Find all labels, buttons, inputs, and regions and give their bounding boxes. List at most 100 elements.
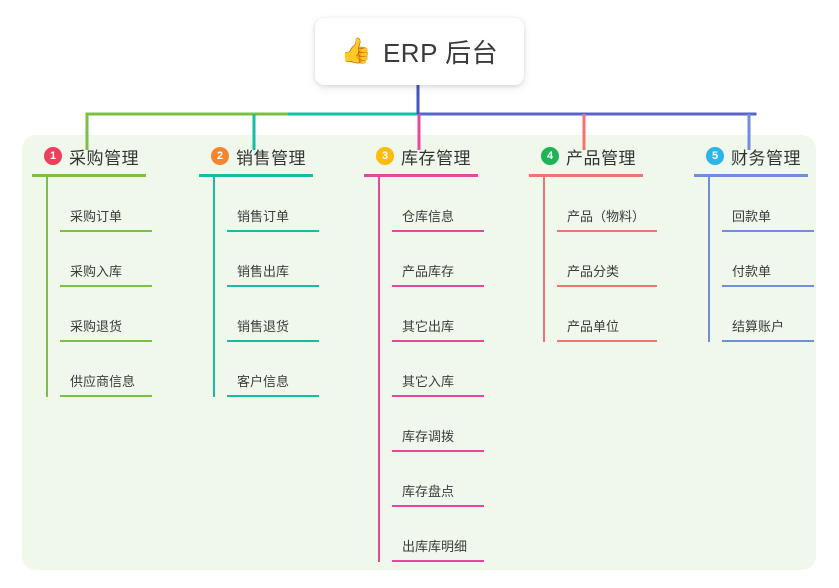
list-item-rule — [722, 340, 814, 342]
list-item-rule — [60, 230, 152, 232]
list-item[interactable]: 产品（物料） — [543, 177, 657, 232]
column-title: 产品管理 — [566, 148, 636, 168]
list-item-label: 产品单位 — [567, 319, 620, 334]
column-header-4[interactable]: 4 产品管理 — [529, 143, 643, 169]
column-header-rule — [32, 174, 146, 177]
column-header-3[interactable]: 3 库存管理 — [364, 143, 478, 169]
list-item[interactable]: 客户信息 — [213, 342, 319, 397]
list-item[interactable]: 销售出库 — [213, 232, 319, 287]
column-4: 4 产品管理产品（物料） 产品分类产品单位 — [529, 143, 657, 342]
list-item-label: 仓库信息 — [402, 209, 455, 224]
list-item-label: 其它入库 — [402, 374, 455, 389]
list-item-rule — [392, 285, 484, 287]
column-header-2[interactable]: 2 销售管理 — [199, 143, 313, 169]
list-item[interactable]: 采购入库 — [46, 232, 152, 287]
column-items: 产品（物料） 产品分类产品单位 — [529, 177, 657, 342]
column-rail — [543, 177, 545, 342]
list-item[interactable]: 产品单位 — [543, 287, 657, 342]
thumbs-up-icon: 👍 — [340, 37, 372, 65]
content-panel — [22, 135, 816, 570]
column-header-5[interactable]: 5 财务管理 — [694, 143, 808, 169]
column-title: 销售管理 — [236, 148, 306, 168]
list-item[interactable]: 采购退货 — [46, 287, 152, 342]
list-item[interactable]: 库存调拨 — [378, 397, 484, 452]
list-item[interactable]: 产品库存 — [378, 232, 484, 287]
root-node-card[interactable]: 👍 ERP 后台 — [315, 18, 524, 85]
list-item-label: 采购订单 — [70, 209, 123, 224]
column-5: 5 财务管理回款单付款单结算账户 — [694, 143, 814, 342]
column-items: 销售订单销售出库销售退货客户信息 — [199, 177, 319, 397]
column-items: 回款单付款单结算账户 — [694, 177, 814, 342]
list-item-rule — [557, 230, 657, 232]
column-header-rule — [364, 174, 478, 177]
column-title: 库存管理 — [401, 148, 471, 168]
list-item[interactable]: 销售退货 — [213, 287, 319, 342]
column-header-rule — [694, 174, 808, 177]
list-item[interactable]: 其它出库 — [378, 287, 484, 342]
column-3: 3 库存管理仓库信息产品库存其它出库其它入库库存调拨库存盘点出库库明细 — [364, 143, 484, 562]
column-title: 采购管理 — [69, 148, 139, 168]
list-item[interactable]: 产品分类 — [543, 232, 657, 287]
list-item-rule — [392, 505, 484, 507]
list-item-rule — [392, 450, 484, 452]
list-item[interactable]: 库存盘点 — [378, 452, 484, 507]
number-badge-icon: 3 — [376, 147, 394, 165]
list-item[interactable]: 供应商信息 — [46, 342, 152, 397]
list-item-rule — [392, 340, 484, 342]
list-item-label: 产品（物料） — [567, 209, 646, 224]
list-item-rule — [227, 340, 319, 342]
list-item-label: 结算账户 — [732, 319, 785, 334]
list-item[interactable]: 销售订单 — [213, 177, 319, 232]
list-item-label: 供应商信息 — [70, 374, 136, 389]
list-item-label: 其它出库 — [402, 319, 455, 334]
list-item-label: 销售订单 — [237, 209, 290, 224]
list-item[interactable]: 回款单 — [708, 177, 814, 232]
number-badge-icon: 5 — [706, 147, 724, 165]
list-item-rule — [392, 560, 484, 562]
column-rail — [213, 177, 215, 397]
column-header-rule — [529, 174, 643, 177]
number-badge-icon: 2 — [211, 147, 229, 165]
list-item-label: 回款单 — [732, 209, 772, 224]
column-rail — [378, 177, 380, 562]
list-item-rule — [557, 285, 657, 287]
column-header-1[interactable]: 1 采购管理 — [32, 143, 146, 169]
list-item[interactable]: 出库库明细 — [378, 507, 484, 562]
column-2: 2 销售管理销售订单销售出库销售退货客户信息 — [199, 143, 319, 397]
list-item-label: 销售出库 — [237, 264, 290, 279]
list-item-rule — [392, 395, 484, 397]
list-item-label: 产品分类 — [567, 264, 620, 279]
list-item-rule — [60, 395, 152, 397]
list-item[interactable]: 付款单 — [708, 232, 814, 287]
column-rail — [46, 177, 48, 397]
number-badge-icon: 1 — [44, 147, 62, 165]
list-item-rule — [557, 340, 657, 342]
list-item-rule — [227, 285, 319, 287]
list-item-label: 客户信息 — [237, 374, 290, 389]
list-item-label: 付款单 — [732, 264, 772, 279]
number-badge-icon: 4 — [541, 147, 559, 165]
list-item[interactable]: 其它入库 — [378, 342, 484, 397]
list-item[interactable]: 采购订单 — [46, 177, 152, 232]
list-item-rule — [60, 285, 152, 287]
root-node-label: ERP 后台 — [382, 38, 499, 68]
column-rail — [708, 177, 710, 342]
column-1: 1 采购管理采购订单采购入库采购退货供应商信息 — [32, 143, 152, 397]
column-items: 采购订单采购入库采购退货供应商信息 — [32, 177, 152, 397]
list-item-rule — [722, 230, 814, 232]
column-items: 仓库信息产品库存其它出库其它入库库存调拨库存盘点出库库明细 — [364, 177, 484, 562]
list-item[interactable]: 仓库信息 — [378, 177, 484, 232]
list-item-label: 销售退货 — [237, 319, 290, 334]
list-item-rule — [392, 230, 484, 232]
list-item-label: 库存盘点 — [402, 484, 455, 499]
list-item-rule — [60, 340, 152, 342]
list-item-rule — [227, 230, 319, 232]
list-item[interactable]: 结算账户 — [708, 287, 814, 342]
column-title: 财务管理 — [731, 148, 801, 168]
list-item-label: 库存调拨 — [402, 429, 455, 444]
list-item-label: 出库库明细 — [402, 539, 468, 554]
list-item-rule — [722, 285, 814, 287]
list-item-label: 采购入库 — [70, 264, 123, 279]
list-item-label: 采购退货 — [70, 319, 123, 334]
